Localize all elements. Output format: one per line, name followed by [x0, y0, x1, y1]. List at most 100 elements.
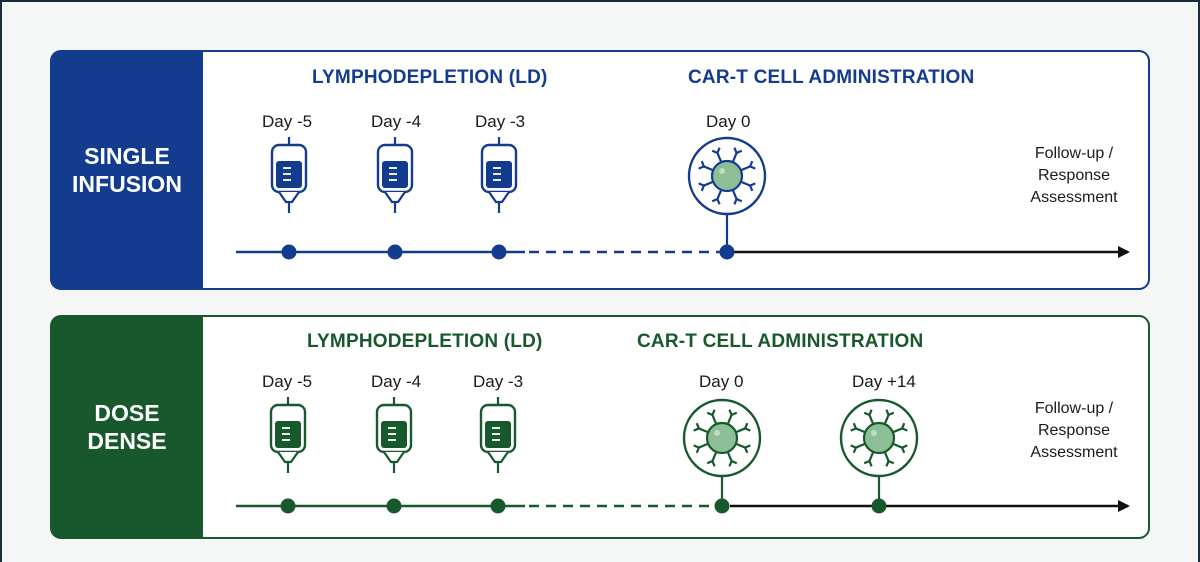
cell-receptor-head [900, 444, 908, 454]
label-line1: SINGLE [84, 143, 170, 169]
day-label: Day -3 [473, 372, 524, 391]
outer-frame-left [0, 0, 2, 562]
iv-bag-icon [270, 137, 308, 213]
label-line1: DOSE [94, 400, 160, 426]
cell-receptor-head [728, 409, 738, 417]
iv-bag-icon [480, 137, 518, 213]
cell-receptor-stem [883, 451, 890, 462]
phase-title-ld: LYMPHODEPLETION (LD) [312, 67, 548, 88]
cell-receptor-head [706, 409, 716, 417]
day-label: Day +14 [852, 372, 916, 391]
follow-up-line: Response [1037, 167, 1111, 184]
cell-body [710, 159, 744, 193]
cell-receptor-head [693, 444, 701, 454]
cell-receptor-head [885, 409, 895, 417]
timeline-node [386, 498, 402, 514]
day-label: Day -4 [371, 372, 422, 391]
timeline-node [871, 498, 887, 514]
follow-up-line: Follow-up / [1034, 400, 1114, 417]
iv-bag-icon [269, 397, 307, 473]
timeline-node [281, 244, 297, 260]
cell-receptor-head [743, 444, 751, 454]
day-label: Day -5 [262, 112, 313, 131]
car-t-cell-icon [839, 398, 919, 478]
cell-highlight [871, 430, 877, 436]
day-label: Day -4 [371, 112, 422, 131]
cell-receptor-stem [735, 442, 746, 449]
follow-up-label: Follow-up / Response Assessment [1016, 398, 1132, 464]
cell-receptor-head [743, 422, 751, 432]
cell-receptor-stem [868, 451, 875, 462]
cell-receptor-head [711, 147, 721, 155]
day-label: Day 0 [706, 112, 751, 131]
cell-receptor-stem [892, 427, 903, 434]
phase-title-ld: LYMPHODEPLETION (LD) [307, 331, 543, 352]
cell-receptor-stem [855, 442, 866, 449]
iv-bag-icon [376, 137, 414, 213]
cell-receptor-stem [698, 427, 709, 434]
cell-receptor-head [711, 197, 721, 205]
follow-up-line: Assessment [1030, 189, 1118, 206]
timeline-node [280, 498, 296, 514]
cell-receptor-stem [703, 165, 714, 172]
cell-highlight [719, 168, 725, 174]
cell-receptor-stem [716, 152, 723, 163]
cell-receptor-head [863, 409, 873, 417]
outer-frame-right [1198, 0, 1200, 562]
cell-receptor-head [698, 182, 706, 192]
cell-receptor-stem [711, 451, 718, 462]
cell-receptor-stem [855, 427, 866, 434]
dose-dense-label: DOSE DENSE [51, 316, 203, 538]
day-label: Day -5 [262, 372, 313, 391]
cell-receptor-stem [726, 451, 733, 462]
cell-body [862, 421, 896, 455]
iv-bag-icon [479, 397, 517, 473]
cell-receptor-head [733, 147, 743, 155]
cell-receptor-stem [892, 442, 903, 449]
label-line2: INFUSION [72, 171, 182, 197]
car-t-cell-icon [687, 136, 767, 216]
timeline-node [719, 244, 735, 260]
cell-receptor-head [850, 422, 858, 432]
single-infusion-label-bg [51, 51, 203, 289]
cell-receptor-head [698, 160, 706, 170]
cell-receptor-stem [883, 414, 890, 425]
cell-receptor-stem [726, 414, 733, 425]
single-infusion-label: SINGLE INFUSION [51, 51, 203, 289]
cell-receptor-stem [740, 180, 751, 187]
cell-receptor-stem [731, 189, 738, 200]
follow-up-label: Follow-up / Response Assessment [1016, 143, 1132, 209]
cell-receptor-stem [731, 152, 738, 163]
timeline-node [387, 244, 403, 260]
dose-dense-label-bg [51, 316, 203, 538]
cell-highlight [714, 430, 720, 436]
cell-receptor-head [693, 422, 701, 432]
cell-receptor-head [706, 459, 716, 467]
cell-receptor-stem [740, 165, 751, 172]
follow-up-line: Follow-up / [1034, 145, 1114, 162]
cell-receptor-head [900, 422, 908, 432]
cell-receptor-stem [711, 414, 718, 425]
cell-receptor-head [863, 459, 873, 467]
follow-up-line: Assessment [1030, 444, 1118, 461]
timeline-node [490, 498, 506, 514]
phase-title-cart: CAR-T CELL ADMINISTRATION [688, 67, 975, 88]
cell-receptor-stem [868, 414, 875, 425]
phase-title-cart: CAR-T CELL ADMINISTRATION [637, 331, 924, 352]
timeline-node [714, 498, 730, 514]
follow-up-line: Response [1037, 422, 1111, 439]
timeline-node [491, 244, 507, 260]
day-label: Day -3 [475, 112, 526, 131]
outer-frame-top [0, 0, 1200, 2]
cell-body [705, 421, 739, 455]
day-label: Day 0 [699, 372, 744, 391]
cell-receptor-head [748, 182, 756, 192]
cell-receptor-head [748, 160, 756, 170]
cell-receptor-stem [703, 180, 714, 187]
cell-receptor-head [728, 459, 738, 467]
car-t-cell-icon [682, 398, 762, 478]
cell-receptor-stem [698, 442, 709, 449]
label-line2: DENSE [87, 428, 167, 454]
iv-bag-icon [375, 397, 413, 473]
